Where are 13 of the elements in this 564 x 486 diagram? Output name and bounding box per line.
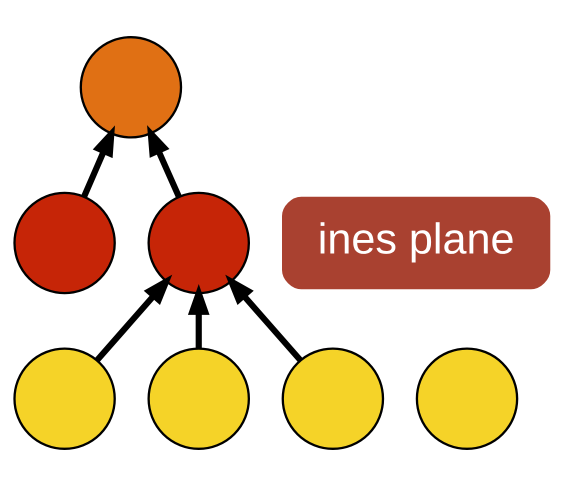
node-circle: [147, 192, 250, 294]
node-circle: [416, 347, 518, 450]
arrow: [81, 125, 115, 198]
node-circle: [282, 347, 384, 450]
arrow: [188, 284, 210, 348]
node-circle: [147, 347, 250, 450]
arrow: [225, 274, 303, 362]
arrow: [147, 125, 182, 198]
arrow: [94, 274, 172, 362]
node-circle: [80, 36, 182, 139]
node-box: ines plane: [282, 196, 550, 290]
node-circle: [13, 347, 116, 450]
node-circle: [13, 192, 116, 294]
